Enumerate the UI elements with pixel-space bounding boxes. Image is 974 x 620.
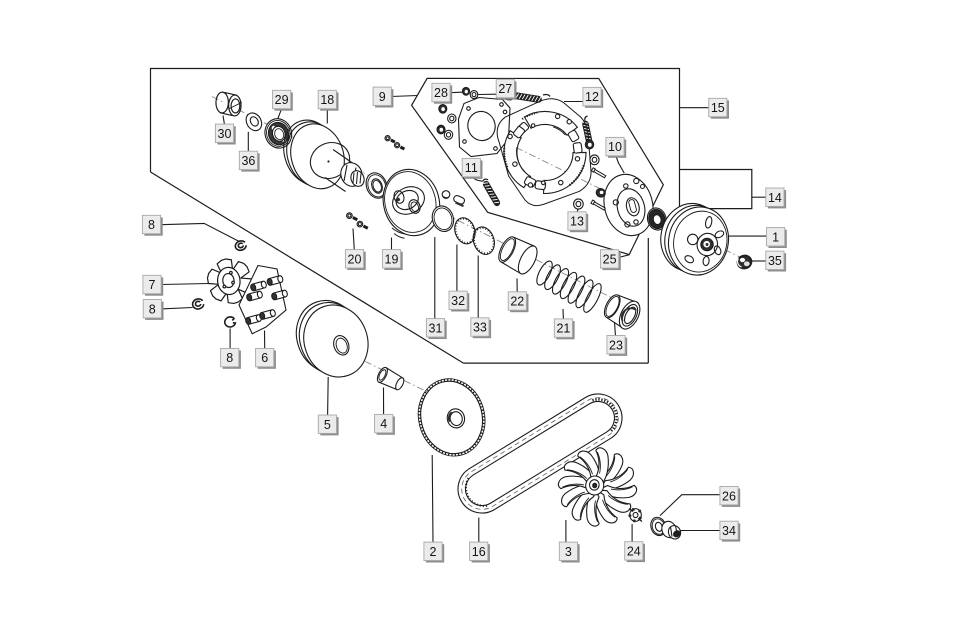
svg-text:28: 28 [434,86,448,100]
svg-text:29: 29 [275,93,289,107]
svg-text:22: 22 [510,295,524,309]
svg-text:16: 16 [472,545,486,559]
svg-text:21: 21 [556,322,570,336]
svg-text:13: 13 [570,215,584,229]
svg-text:32: 32 [451,294,465,308]
svg-text:33: 33 [473,321,487,335]
svg-text:35: 35 [768,254,782,268]
svg-text:9: 9 [379,90,386,104]
svg-text:23: 23 [609,338,623,352]
svg-text:30: 30 [218,127,232,141]
svg-text:8: 8 [149,302,156,316]
svg-text:34: 34 [722,524,736,538]
svg-text:18: 18 [320,93,334,107]
svg-text:3: 3 [565,545,572,559]
svg-text:20: 20 [348,252,362,266]
svg-text:2: 2 [430,545,437,559]
svg-text:25: 25 [603,253,617,267]
svg-text:10: 10 [608,140,622,154]
svg-text:1: 1 [772,230,779,244]
svg-text:11: 11 [465,161,478,175]
svg-text:5: 5 [324,418,331,432]
svg-text:4: 4 [380,417,387,431]
svg-text:31: 31 [429,321,443,335]
svg-text:6: 6 [261,351,268,365]
svg-text:19: 19 [385,252,399,266]
svg-text:15: 15 [711,101,725,115]
svg-text:7: 7 [149,278,156,292]
svg-text:27: 27 [498,82,512,96]
svg-text:36: 36 [241,154,255,168]
svg-text:24: 24 [627,545,641,559]
svg-text:8: 8 [148,218,155,232]
svg-text:26: 26 [722,489,736,503]
svg-text:14: 14 [768,191,782,205]
svg-text:8: 8 [226,351,233,365]
svg-text:12: 12 [585,90,599,104]
